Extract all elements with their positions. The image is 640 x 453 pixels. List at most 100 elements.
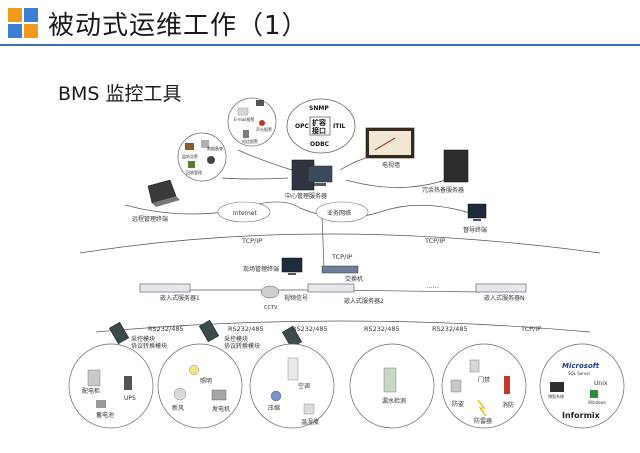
bottom-link-2: RS232/485 <box>228 325 264 333</box>
internet-label: Internet <box>233 210 257 217</box>
power-circle <box>68 343 154 429</box>
fan-icon <box>173 387 187 401</box>
hvac-item-1: 空调 <box>298 382 310 390</box>
tcpip-right-label: TCP/IP <box>424 237 445 245</box>
siren-icon <box>259 120 265 126</box>
phone-icon <box>256 100 264 106</box>
logo-square-bottom-left <box>8 24 22 38</box>
power-item-1: 配电柜 <box>82 387 100 395</box>
embedded-server-n: 嵌入式服务器N <box>475 283 527 302</box>
protocol-snmp: SNMP <box>309 105 329 112</box>
protocol-center-box <box>309 116 331 136</box>
embedded-server-1: 嵌入式服务器1 <box>139 283 200 302</box>
audit-circle: 监听告警 数据备查 回放管理 <box>177 132 227 182</box>
converter-2-line1: 采控模块 <box>224 335 248 343</box>
db-item-2: SQL Server <box>568 371 591 376</box>
db-item-6: Informix <box>562 411 601 420</box>
business-network-label: 业务网络 <box>327 209 351 217</box>
environment-item-2: 新风 <box>172 404 184 412</box>
converter-1-line1: 采控模块 <box>131 335 155 343</box>
environment-item-1: 照明 <box>200 378 212 385</box>
leak-item-1: 漏水检测 <box>382 397 406 405</box>
page-title: 被动式运维工作（1） <box>48 11 309 41</box>
hvac-item-3: 温湿度 <box>301 418 319 426</box>
database-circle <box>539 343 625 429</box>
environment-circle <box>157 343 243 429</box>
bottom-link-3: RS232/485 <box>292 325 328 333</box>
alert-email-label: E-mail报警 <box>234 116 255 122</box>
power-item-3: 蓄电池 <box>96 411 114 419</box>
sms-phone-icon <box>243 130 249 138</box>
audit-playback-label: 回放管理 <box>186 169 202 175</box>
db-item-5: Windows <box>588 400 606 405</box>
tcpip-left-label: TCP/IP <box>241 237 262 245</box>
environment-circle-items: 照明 新风 发电机 <box>172 364 230 413</box>
protocol-itil: ITIL <box>333 123 346 130</box>
ops-terminal-label: 督导终端 <box>463 226 487 234</box>
backup-icon <box>201 140 209 148</box>
video-signal-label: 视频信号 <box>284 294 308 302</box>
audit-backup-label: 数据备查 <box>207 145 223 151</box>
fire-extinguisher-icon <box>504 376 510 394</box>
protocol-expand: 扩容 <box>312 118 326 127</box>
monitor-icon <box>281 257 303 273</box>
site-node: 电视墙 <box>365 127 415 169</box>
db-item-1: Microsoft <box>562 362 600 370</box>
light-icon <box>188 364 200 376</box>
ellipsis-label: …… <box>426 282 439 290</box>
business-network-cloud: 业务网络 <box>315 201 369 223</box>
thermometer-icon <box>303 403 315 415</box>
ups-icon <box>124 376 132 390</box>
alert-circle: E-mail报警 声光报警 短信报警 <box>227 97 277 147</box>
title-divider <box>0 44 640 46</box>
generator-icon <box>211 389 227 401</box>
rack-server-icon <box>139 283 191 293</box>
hvac-circle-items: 空调 压缩 温湿度 <box>268 357 319 426</box>
embedded-server-2: 嵌入式服务器2 <box>307 283 384 305</box>
monitor-icon <box>467 203 487 219</box>
listen-icon <box>185 143 194 150</box>
db-item-3: Unix <box>594 380 608 387</box>
power-item-2: UPS <box>124 395 136 402</box>
security-circle-items: 门禁 防盗 消防 防雷器 <box>450 359 514 425</box>
environment-item-3: 发电机 <box>212 405 230 413</box>
bottom-link-5: RS232/485 <box>432 325 468 333</box>
hvac-circle <box>249 343 335 429</box>
logo <box>8 8 38 38</box>
logo-square-top-left <box>8 8 22 22</box>
redundant-server-label: 冗余热备服务器 <box>422 186 464 194</box>
alert-sms-label: 短信报警 <box>242 138 258 144</box>
security-item-1: 门禁 <box>478 376 490 384</box>
cctv-label: CCTV <box>264 305 278 311</box>
site-terminal-label: 现场管理终端 <box>243 265 279 273</box>
camera-icon <box>260 285 280 299</box>
server-tower-icon <box>443 149 469 183</box>
review-icon <box>188 161 195 168</box>
security-item-4: 防雷器 <box>474 417 492 425</box>
protocol-cloud: SNMP OPC 扩容 接口 ITIL ODBC <box>286 98 356 154</box>
ac-icon <box>287 357 299 381</box>
cabinet-icon <box>87 369 101 387</box>
central-server-label: 中心管理服务器 <box>285 192 327 200</box>
person-icon <box>207 156 215 164</box>
battery-icon <box>96 400 106 408</box>
site-terminal-node: 现场管理终端 <box>243 257 303 275</box>
protocol-interface: 接口 <box>312 126 326 135</box>
embedded-server-1-label: 嵌入式服务器1 <box>160 294 200 302</box>
logo-square-bottom-right <box>24 24 38 38</box>
rack-server-icon <box>475 283 527 293</box>
cctv-node: CCTV 视频信号 <box>260 285 308 311</box>
switch-node: 交换机 <box>321 265 363 283</box>
rack-server-icon <box>307 283 355 293</box>
lightning-icon <box>477 399 487 417</box>
ops-terminal-node: 督导终端 <box>463 203 487 234</box>
central-server-node: 中心管理服务器 <box>285 159 333 200</box>
redundant-server-node: 冗余热备服务器 <box>422 149 469 194</box>
database-circle-items: Microsoft SQL Server Unix 博智系统 Windows I… <box>548 362 608 420</box>
switch-label: 交换机 <box>345 275 363 283</box>
compressor-icon <box>270 390 282 402</box>
converter-module-1: 采控模块 协议转换模块 <box>108 321 167 350</box>
leak-sensor-icon <box>383 367 397 393</box>
bottom-link-1: RS232/485 <box>148 325 184 333</box>
